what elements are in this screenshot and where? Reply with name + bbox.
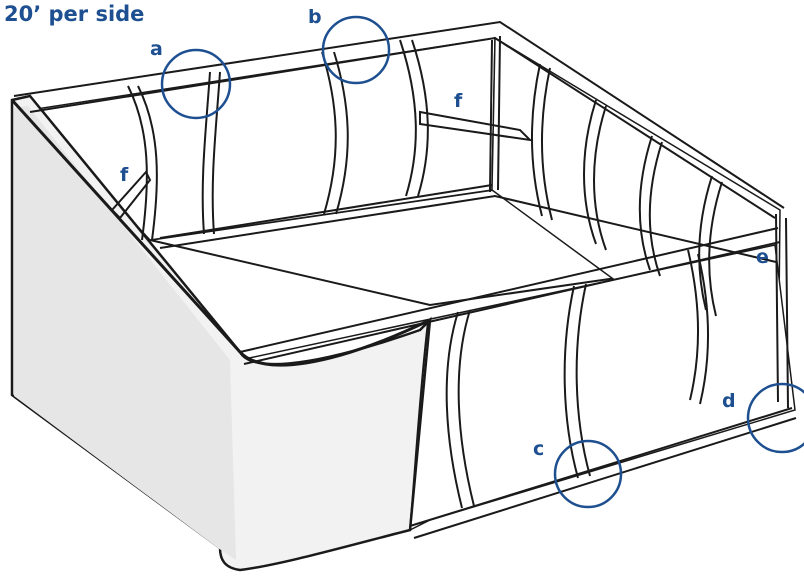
left-wall-top-edge — [10, 98, 431, 367]
callout-circles — [160, 15, 804, 509]
callout-label-a: a — [150, 38, 163, 60]
callout-circle-d — [746, 382, 804, 454]
callout-circle-b — [321, 15, 391, 85]
f-braces — [110, 110, 533, 220]
callout-label-b: b — [308, 6, 322, 28]
callout-label-d: d — [722, 390, 736, 412]
front-right-ribs — [445, 283, 591, 509]
back-right-ribs — [530, 63, 723, 405]
bottom-rail — [409, 407, 797, 539]
callout-label-f-back: f — [454, 90, 463, 112]
front-liner-edge — [409, 321, 429, 531]
callout-label-e: e — [756, 246, 769, 268]
top-rails — [13, 20, 785, 365]
callout-label-c: c — [533, 438, 545, 460]
left-wall-shading — [14, 106, 236, 560]
corner-posts — [489, 35, 789, 409]
callout-circle-a — [160, 48, 232, 120]
page-title: 20’ per side — [4, 2, 145, 26]
callout-circle-c — [553, 439, 623, 509]
back-left-ribs — [127, 39, 429, 241]
callout-label-f-left: f — [120, 164, 129, 186]
